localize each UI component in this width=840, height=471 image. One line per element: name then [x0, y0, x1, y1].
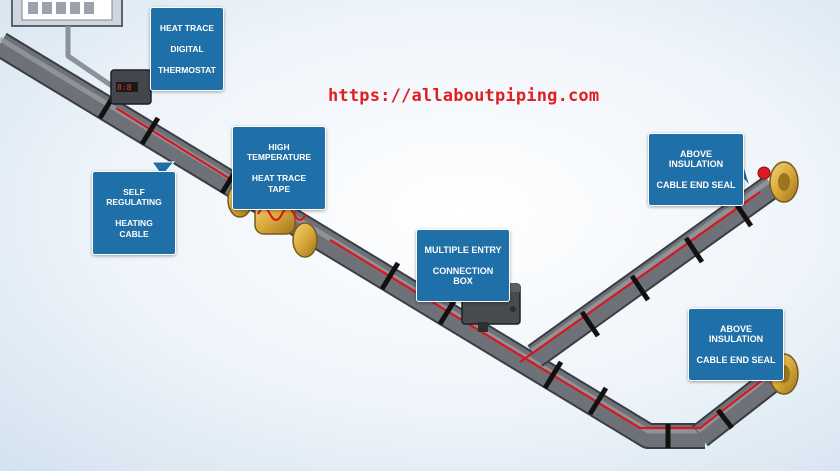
callout-line: SELF REGULATING	[106, 186, 162, 208]
insulation-bands	[97, 90, 754, 448]
branch-pipe	[527, 175, 780, 367]
svg-text:8:8: 8:8	[117, 83, 132, 92]
callout-heat-trace-tape: HIGH TEMPERATURE HEAT TRACE TAPE	[232, 126, 326, 210]
end-seal-top	[757, 161, 799, 203]
callout-end-seal-top: ABOVE INSULATION CABLE END SEAL	[648, 133, 744, 206]
callout-line: HEATING CABLE	[115, 218, 153, 239]
callout-line: CABLE END SEAL	[656, 180, 736, 190]
callout-line: HEAT TRACE TAPE	[251, 173, 307, 194]
callout-line: ABOVE INSULATION	[708, 323, 764, 345]
callout-self-regulating-cable: SELF REGULATING HEATING CABLE	[92, 171, 176, 255]
callout-line: HEAT TRACE	[159, 22, 215, 33]
callout-line: CABLE END SEAL	[696, 355, 776, 365]
callout-line: ABOVE INSULATION	[668, 148, 724, 170]
callout-line: CONNECTION BOX	[432, 265, 494, 287]
watermark-url: https://allaboutpiping.com	[328, 86, 600, 106]
callout-connection-box: MULTIPLE ENTRY CONNECTION BOX	[416, 229, 510, 302]
callout-end-seal-bottom: ABOVE INSULATION CABLE END SEAL	[688, 308, 784, 381]
callout-line: THERMOSTAT	[158, 64, 216, 75]
callout-line: HIGH TEMPERATURE	[246, 141, 312, 163]
callout-line: MULTIPLE ENTRY	[424, 244, 502, 255]
callout-line: DIGITAL	[170, 43, 204, 54]
conduit	[65, 26, 114, 89]
callout-thermostat: HEAT TRACE DIGITAL THERMOSTAT	[150, 7, 224, 91]
rise-pipe	[692, 369, 780, 447]
control-panel	[11, 0, 123, 27]
thermostat: 8:8	[110, 69, 152, 105]
